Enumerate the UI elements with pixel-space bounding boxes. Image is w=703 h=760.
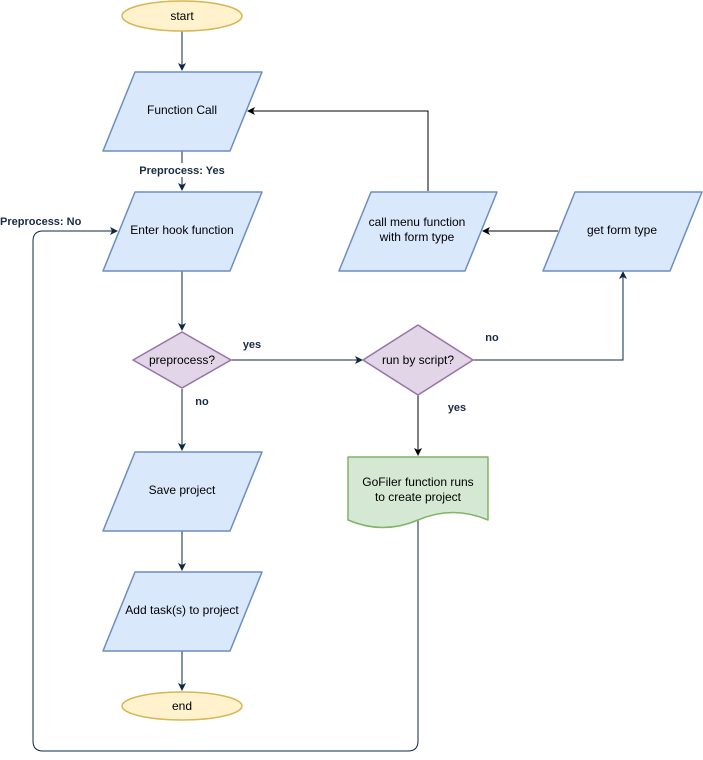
edge-run-by-script-to-get-form-type xyxy=(473,271,627,361)
call-menu-shape xyxy=(338,191,498,272)
add-tasks-shape xyxy=(102,571,263,652)
enter-hook-node: Enter hook function xyxy=(102,191,263,272)
get-form-type-node: get form type xyxy=(542,191,703,272)
call-menu-node: call menu function with form type xyxy=(338,191,498,272)
preprocess-yes-top-label-bg xyxy=(135,163,230,177)
run-by-script-shape xyxy=(362,324,474,396)
gofiler-label-line2: to create project xyxy=(375,490,462,504)
end-shape xyxy=(121,691,243,721)
add-tasks-node: Add task(s) to project xyxy=(102,571,263,652)
edge-call-menu-to-function-call xyxy=(247,107,429,191)
save-project-shape xyxy=(102,451,263,532)
call-menu-label-line1: call menu function xyxy=(369,215,466,229)
add-tasks-label: Add task(s) to project xyxy=(125,603,239,617)
save-project-label: Save project xyxy=(149,483,216,497)
enter-hook-label: Enter hook function xyxy=(130,223,233,237)
script-no-label: no xyxy=(485,332,499,344)
end-terminal: end xyxy=(121,691,243,721)
start-label: start xyxy=(170,9,194,23)
edge-labels: Preprocess: Yes Preprocess: No yes no no… xyxy=(0,163,499,414)
preprocess-no-left-label: Preprocess: No xyxy=(0,216,82,228)
function-call-label: Function Call xyxy=(147,103,217,117)
edge-gofiler-loop-to-enter-hook xyxy=(32,227,419,752)
preprocess-label: preprocess? xyxy=(149,353,215,367)
gofiler-shape xyxy=(347,456,489,529)
enter-hook-shape xyxy=(102,191,263,272)
function-call-node: Function Call xyxy=(102,71,263,152)
start-terminal: start xyxy=(121,0,243,32)
preprocess-decision: preprocess? xyxy=(132,331,232,389)
script-yes-label: yes xyxy=(448,402,466,414)
gofiler-document-node: GoFiler function runs to create project xyxy=(347,456,489,529)
preprocess-yes-top-label: Preprocess: Yes xyxy=(139,165,224,177)
preprocess-yes-label: yes xyxy=(243,339,261,351)
run-by-script-decision: run by script? xyxy=(362,324,474,396)
function-call-shape xyxy=(102,71,263,152)
get-form-type-shape xyxy=(542,191,703,272)
end-label: end xyxy=(172,699,192,713)
gofiler-label-line1: GoFiler function runs xyxy=(362,475,473,489)
call-menu-label-line2: with form type xyxy=(379,230,455,244)
get-form-type-label: get form type xyxy=(587,223,657,237)
preprocess-shape xyxy=(132,331,232,389)
run-by-script-label: run by script? xyxy=(382,353,454,367)
edges xyxy=(32,31,627,752)
save-project-node: Save project xyxy=(102,451,263,532)
start-shape xyxy=(121,0,243,32)
preprocess-no-label: no xyxy=(195,396,209,408)
